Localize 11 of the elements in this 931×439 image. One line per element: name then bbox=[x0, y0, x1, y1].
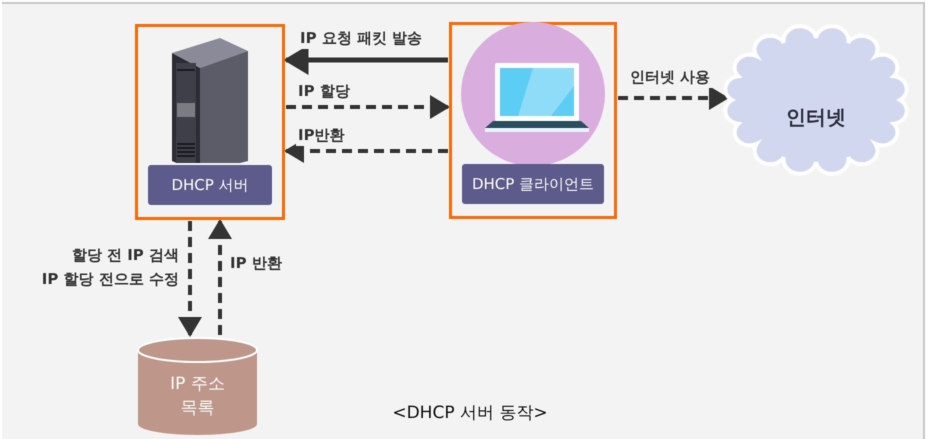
arrow bbox=[618, 86, 729, 110]
cloud-label: 인터넷 bbox=[785, 104, 847, 130]
cylinder-label: IP 주소 목록 bbox=[169, 373, 226, 420]
label-badge: DHCP 서버 bbox=[148, 165, 272, 205]
arrow bbox=[208, 219, 232, 335]
node-frame bbox=[449, 22, 617, 219]
arrow bbox=[178, 221, 202, 337]
node-frame bbox=[135, 24, 285, 220]
caption: <DHCP 서버 동작> bbox=[391, 402, 549, 425]
label-badge: DHCP 클라이언트 bbox=[462, 164, 604, 204]
arrow bbox=[286, 95, 450, 119]
